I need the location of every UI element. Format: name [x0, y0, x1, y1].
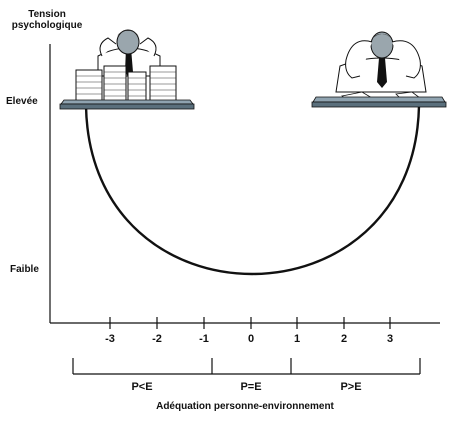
- group-label-p-equal-e: P=E: [240, 381, 262, 393]
- group-bracket: [72, 358, 421, 375]
- x-tick-label: -2: [152, 333, 162, 345]
- x-tick-label: 3: [386, 333, 394, 345]
- y-label-high: Elevée: [6, 96, 38, 107]
- x-axis-ticks: [109, 317, 391, 329]
- overworked-person-icon: [59, 29, 195, 110]
- tension-curve: [84, 105, 421, 276]
- y-axis-title: Tension psychologique: [2, 9, 92, 31]
- underworked-person-icon: [311, 31, 447, 108]
- y-axis-title-line1: Tension: [28, 9, 66, 20]
- y-axis-title-line2: psychologique: [11, 20, 83, 31]
- x-tick-label: 2: [340, 333, 348, 345]
- x-tick-label: -3: [105, 333, 115, 345]
- x-tick-label: -1: [199, 333, 209, 345]
- y-label-low: Faible: [10, 264, 39, 275]
- x-tick-label: 1: [293, 333, 301, 345]
- group-label-p-less-e: P<E: [131, 381, 153, 393]
- x-axis-title: Adéquation personne-environnement: [156, 401, 334, 412]
- group-label-p-greater-e: P>E: [340, 381, 362, 393]
- x-tick-label: 0: [247, 333, 255, 345]
